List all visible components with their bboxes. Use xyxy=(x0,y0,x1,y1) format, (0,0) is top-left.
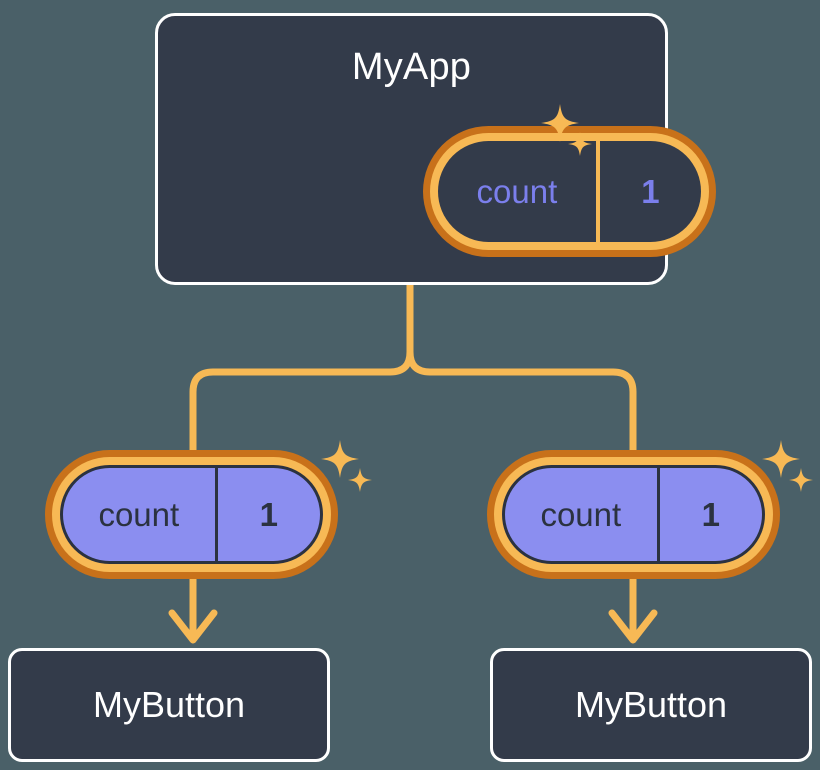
state-pill-body: count 1 xyxy=(438,141,701,242)
down-arrow-icon-right xyxy=(608,609,658,644)
sparkle-small-icon xyxy=(568,132,592,156)
state-value-label: 1 xyxy=(214,468,320,561)
sparkles-icon-child-right xyxy=(758,440,818,515)
mybutton-card-right[interactable]: MyButton xyxy=(490,648,812,762)
state-pill-ring: count 1 xyxy=(52,457,331,572)
state-value-label: 1 xyxy=(656,468,762,561)
mybutton-label: MyButton xyxy=(574,684,728,725)
page-title: MyApp xyxy=(351,46,472,88)
sparkle-large-icon xyxy=(321,440,359,478)
tree-branch-connector xyxy=(189,281,637,456)
mybutton-card-left[interactable]: MyButton xyxy=(8,648,330,762)
sparkles-icon-child-left xyxy=(317,440,377,515)
sparkle-small-icon xyxy=(789,468,813,492)
state-pill-child-right[interactable]: count 1 xyxy=(487,450,780,579)
sparkles-icon-root xyxy=(537,104,597,179)
state-key-label: count xyxy=(540,495,622,533)
down-arrow-icon-left xyxy=(168,609,218,644)
myapp-card: MyApp count 1 xyxy=(155,13,716,285)
state-value-label: 1 xyxy=(595,141,701,242)
state-pill-root[interactable]: count 1 xyxy=(423,126,716,257)
state-pill-ring: count 1 xyxy=(494,457,773,572)
state-key-label: count xyxy=(98,495,180,533)
sparkle-large-icon xyxy=(541,104,579,142)
state-pill-body: count 1 xyxy=(60,465,323,564)
sparkle-small-icon xyxy=(348,468,372,492)
state-pill-ring: count 1 xyxy=(430,133,709,250)
mybutton-label: MyButton xyxy=(92,684,246,725)
state-pill-child-left[interactable]: count 1 xyxy=(45,450,338,579)
state-pill-body: count 1 xyxy=(502,465,765,564)
state-key-label: count xyxy=(476,172,558,210)
sparkle-large-icon xyxy=(762,440,800,478)
